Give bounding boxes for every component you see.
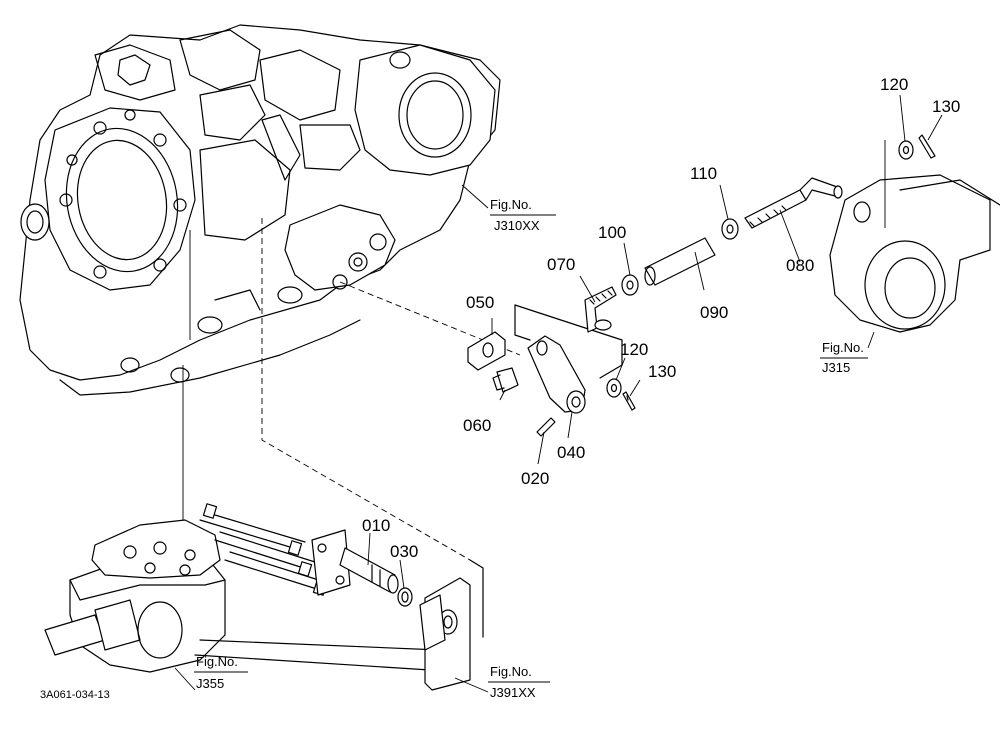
part-number-070: 070 [547, 255, 575, 274]
part-040-lever-arm [527, 335, 586, 414]
figure-ref-j310-label: Fig.No. [490, 197, 532, 212]
figure-ref-j355[interactable]: Fig.No. J355 [194, 654, 248, 691]
part-number-120-top: 120 [880, 75, 908, 94]
part-060-bolt [492, 367, 519, 393]
part-020-pin [536, 417, 556, 437]
part-number-130-center: 130 [648, 362, 676, 381]
figure-ref-j355-label: Fig.No. [196, 654, 238, 669]
part-100-nut [621, 274, 639, 296]
support-plate [419, 577, 471, 691]
valve-fig-leader [174, 667, 196, 691]
part-080-rod [744, 177, 843, 229]
figure-ref-j315[interactable]: Fig.No. J315 [820, 340, 868, 375]
part-number-leaders [367, 94, 943, 589]
part-number-080: 080 [786, 256, 814, 275]
part-130-cotter-pin-center [622, 391, 636, 411]
control-valve-assembly [44, 503, 441, 691]
figure-ref-j315-label: Fig.No. [822, 340, 864, 355]
housing-fig-leader [461, 184, 489, 209]
part-030-o-ring [397, 587, 413, 607]
figure-ref-j391[interactable]: Fig.No. J391XX [488, 664, 550, 700]
part-number-100: 100 [598, 223, 626, 242]
part-number-020: 020 [521, 469, 549, 488]
lever-bracket-outline [514, 304, 623, 379]
part-130-cotter-pin-top [918, 134, 936, 159]
part-number-110: 110 [690, 164, 717, 183]
lever-bracket-outline-left [514, 304, 531, 341]
drawing-id: 3A061-034-13 [40, 689, 110, 701]
part-120-washer-top [898, 140, 914, 160]
plate-bracket-line [469, 559, 484, 638]
part-010-shaft [311, 529, 399, 596]
part-110-nut [721, 218, 739, 240]
transmission-housing [19, 24, 501, 396]
figure-ref-j355-number: J355 [196, 676, 224, 691]
figure-ref-j315-number: J315 [822, 360, 850, 375]
part-120-washer-center [606, 378, 622, 398]
figure-ref-j310-number: J310XX [494, 218, 540, 233]
part-number-010: 010 [362, 516, 390, 535]
figure-ref-j391-label: Fig.No. [490, 664, 532, 679]
part-number-090: 090 [700, 303, 728, 322]
lift-arm-fig-leader [867, 331, 875, 349]
part-090-turnbuckle [644, 237, 716, 286]
construction-line-left [261, 218, 471, 561]
part-number-030: 030 [390, 542, 418, 561]
part-number-060: 060 [463, 416, 491, 435]
figure-ref-j391-number: J391XX [490, 685, 536, 700]
figure-ref-j310[interactable]: Fig.No. J310XX [490, 197, 556, 233]
part-number-130-top: 130 [932, 97, 960, 116]
lift-arm-housing [829, 174, 1000, 333]
part-number-050: 050 [466, 293, 494, 312]
plate-fig-leader [454, 677, 489, 693]
part-050-plate [467, 331, 506, 371]
part-070-bolt [584, 286, 617, 333]
part-number-120-center: 120 [620, 340, 648, 359]
part-number-040: 040 [557, 443, 585, 462]
